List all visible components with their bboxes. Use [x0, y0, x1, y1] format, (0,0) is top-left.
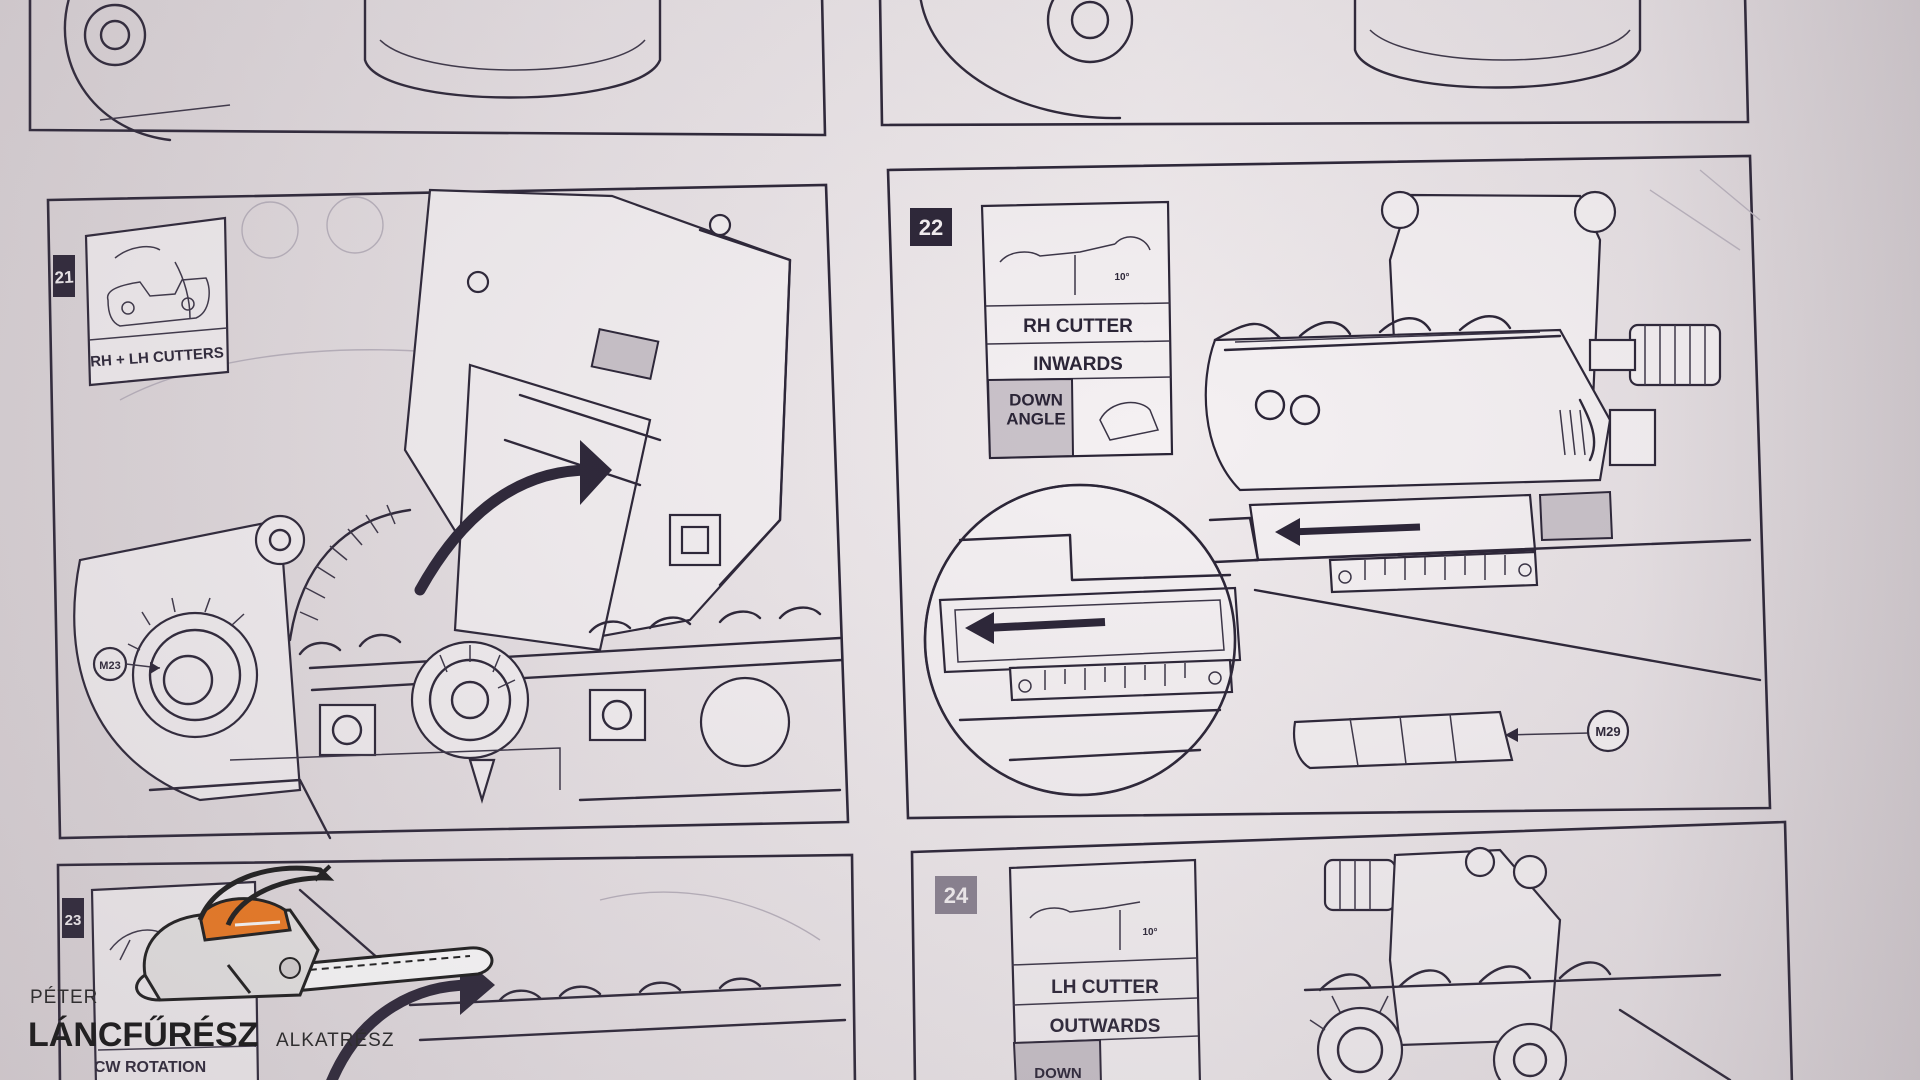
step-22-number: 22: [919, 215, 943, 240]
previous-panel-right: [878, 0, 1750, 127]
step-24-panel: 24 10° LH CUTTER OUTWARDS DOWN: [910, 820, 1794, 1080]
step-22-detail-magnifier: [923, 483, 1242, 797]
step-23-badge: [62, 898, 84, 938]
step-24-grinder-carriage: [1303, 846, 1732, 1080]
step-24-angle-value: 10°: [1142, 927, 1157, 938]
step-21-panel: 21 RH + LH CUTTERS: [46, 183, 850, 840]
step-21-badge: [53, 255, 75, 297]
previous-panel-left: [28, 0, 827, 142]
step-22-badge: [910, 208, 952, 246]
watermark-line1: PÉTER: [30, 987, 98, 1008]
step-24-number: 24: [944, 883, 969, 908]
step-21-saw-chain: [148, 606, 844, 840]
chainsaw-logo-icon: [135, 864, 494, 1002]
step-24-badge: [935, 876, 977, 914]
step-21-lock-knob: M23: [73, 514, 306, 802]
watermark-line3: ALKATRÉSZ: [276, 1030, 394, 1051]
step-22-slide-scale: [1208, 490, 1762, 682]
step-21-arrow-head: [580, 440, 612, 505]
step-21-rotation-arrow: [414, 464, 596, 596]
step-22-cutter-label: RH CUTTER: [1023, 316, 1133, 337]
step-24-instruction-box: 10° LH CUTTER OUTWARDS DOWN: [1008, 858, 1201, 1080]
step-21-number: 21: [54, 268, 74, 288]
step-23-number: 23: [65, 912, 82, 929]
step-21-cutter-icon-box: RH + LH CUTTERS: [84, 216, 230, 387]
watermark-logo: PÉTER LÁNCFŰRÉSZ ALKATRÉSZ: [28, 864, 494, 1054]
step-21-callout: M23: [99, 660, 120, 672]
step-24-direction-label: OUTWARDS: [1050, 1016, 1161, 1037]
step-21-sharpener-head: [403, 188, 792, 652]
step-22-knob: M29: [1293, 709, 1630, 770]
step-24-angle-label: DOWN: [1034, 1065, 1082, 1080]
step-23-rotation-arrow: [326, 979, 471, 1080]
step-21-angle-scale: [288, 504, 412, 642]
step-22-angle-value: 10°: [1114, 272, 1129, 283]
step-22-callout: M29: [1595, 724, 1620, 739]
step-22-direction-label: INWARDS: [1033, 354, 1123, 375]
step-23-rotation-label: CW ROTATION: [94, 1059, 206, 1076]
step-24-cutter-label: LH CUTTER: [1051, 977, 1159, 998]
watermark-line2: LÁNCFŰRÉSZ: [28, 1016, 258, 1054]
step-22-grinder-carriage: [1204, 190, 1722, 492]
